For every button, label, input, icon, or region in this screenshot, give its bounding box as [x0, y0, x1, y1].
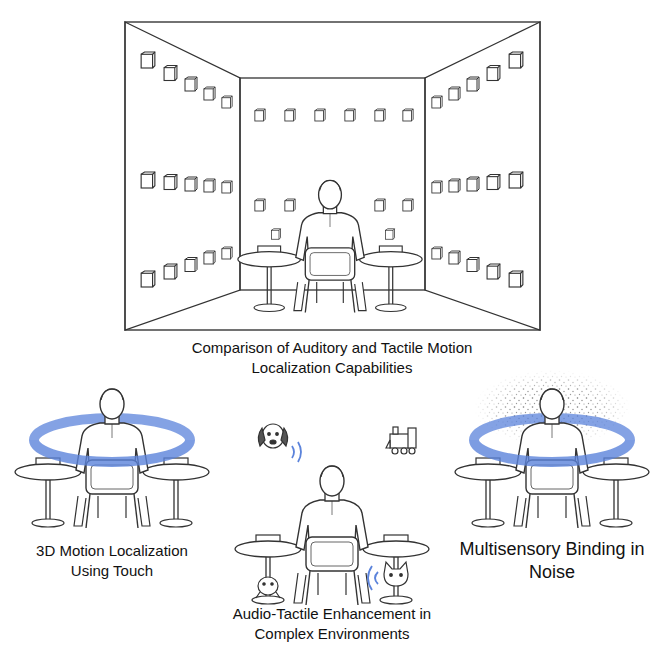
panel-caption: 3D Motion Localization Using Touch	[17, 541, 207, 580]
panel-caption: Audio-Tactile Enhancement in Complex Env…	[232, 604, 432, 643]
main-caption: Comparison of Auditory and Tactile Motio…	[162, 338, 502, 377]
panel-caption: Multisensory Binding in Noise	[452, 538, 652, 585]
